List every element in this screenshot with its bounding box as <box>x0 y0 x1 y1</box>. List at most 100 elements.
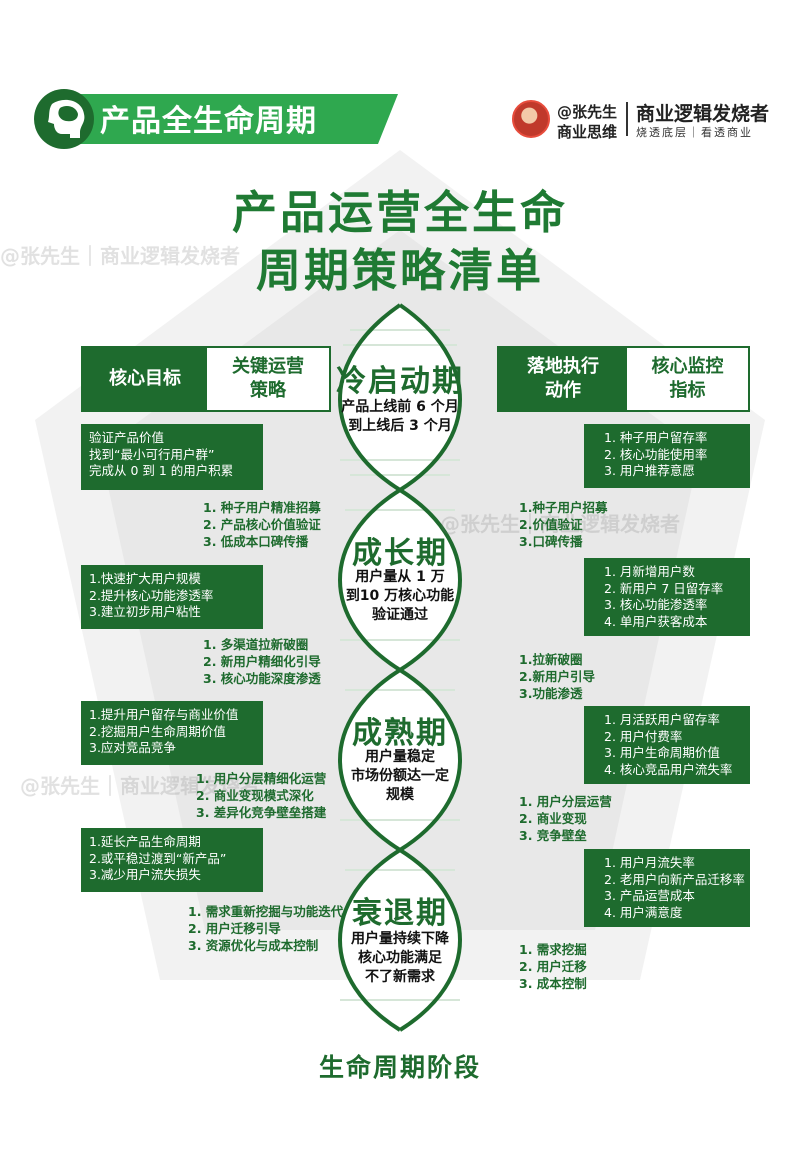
key-strategy-header-line2: 策略 <box>250 380 286 401</box>
metric-box-cold-start: 1. 种子用户留存率 2. 核心功能使用率 3. 用户推荐意愿 <box>584 424 750 488</box>
action-item: 1.种子用户招募 <box>519 500 608 515</box>
footer-label: 生命周期阶段 <box>318 1053 481 1082</box>
stage-desc-line: 到10 万核心功能 <box>345 588 455 604</box>
metric-item: 3. 用户生命周期价值 <box>604 745 720 760</box>
stage-desc-cold-start: 产品上线前 6 个月 到上线后 3 个月 <box>0 398 800 436</box>
strategy-item: 1. 用户分层精细化运营 <box>196 771 327 786</box>
strategy-item: 3. 资源优化与成本控制 <box>188 938 319 953</box>
action-item: 1. 需求挖掘 <box>519 942 587 957</box>
helix-fill <box>340 305 460 1030</box>
stage-desc-line: 不了新需求 <box>365 969 435 985</box>
goal-item: 1.延长产品生命周期 <box>89 834 201 849</box>
goal-box-maturity: 1.提升用户留存与商业价值 2.挖掘用户生命周期价值 3.应对竞品竞争 <box>81 701 263 765</box>
metric-item: 1. 月新增用户数 <box>604 564 695 579</box>
brand-divider <box>626 102 628 136</box>
stage-desc-growth: 用户量从 1 万 到10 万核心功能 验证通过 <box>0 568 800 625</box>
core-goal-header: 核心目标 <box>83 348 207 410</box>
metric-item: 1. 月活跃用户留存率 <box>604 712 720 727</box>
metric-box-maturity: 1. 月活跃用户留存率 2. 用户付费率 3. 用户生命周期价值 4. 核心竞品… <box>584 706 750 784</box>
watermark-1: @张先生｜商业逻辑发烧者 <box>0 244 240 268</box>
action-item: 2. 商业变现 <box>519 811 587 826</box>
goal-item: 3.建立初步用户粘性 <box>89 604 201 619</box>
metric-item: 2. 老用户向新产品迁移率 <box>604 871 745 887</box>
stage-desc-line: 用户量持续下降 <box>351 931 449 947</box>
execution-action-header-line1: 落地执行 <box>527 356 599 377</box>
goal-item: 验证产品价值 <box>89 430 165 445</box>
main-title-line-2: 周期策略清单 <box>255 244 544 297</box>
right-column-header: 落地执行 动作 核心监控 指标 <box>497 346 750 412</box>
monitor-metric-header-line2: 指标 <box>669 380 706 401</box>
left-column-header: 核心目标 关键运营 策略 <box>81 346 331 412</box>
strategy-item: 3. 低成本口碑传播 <box>203 534 309 549</box>
brain-icon <box>58 106 78 122</box>
metric-item: 2. 核心功能使用率 <box>604 446 708 462</box>
metric-item: 4. 核心竞品用户流失率 <box>604 761 733 777</box>
goal-item: 2.或平稳过渡到“新产品” <box>89 850 227 866</box>
goal-item: 3.减少用户流失损失 <box>89 867 201 882</box>
goal-item: 完成从 0 到 1 的用户积累 <box>89 463 234 478</box>
metric-item: 3. 产品运营成本 <box>604 888 695 903</box>
author-subtitle: 商业思维 <box>557 123 618 141</box>
strategy-item: 1. 多渠道拉新破圈 <box>203 637 309 652</box>
header-title: 产品全生命周期 <box>100 104 317 139</box>
action-item: 3.口碑传播 <box>519 534 583 549</box>
metric-item: 3. 核心功能渗透率 <box>604 597 708 612</box>
stage-desc-line: 规模 <box>386 787 414 803</box>
execution-action-header-line2: 动作 <box>545 380 581 401</box>
action-item: 1.拉新破圈 <box>519 652 583 667</box>
action-list-growth: 1.拉新破圈 2.新用户引导 3.功能渗透 <box>519 651 595 702</box>
strategy-item: 1. 需求重新挖掘与功能迭代 <box>188 904 344 919</box>
strategy-item: 2. 新用户精细化引导 <box>203 654 321 669</box>
strategy-list-maturity: 1. 用户分层精细化运营 2. 商业变现模式深化 3. 差异化竞争壁垒搭建 <box>196 770 326 821</box>
action-list-decline: 1. 需求挖掘 2. 用户迁移 3. 成本控制 <box>519 941 587 992</box>
action-item: 2.价值验证 <box>519 517 583 532</box>
action-item: 2. 用户迁移 <box>519 959 587 974</box>
brand-tagline: 烧透底层｜看透商业 <box>636 126 753 139</box>
goal-item: 1.快速扩大用户规模 <box>89 571 201 586</box>
author-handle: @张先生 <box>557 103 618 121</box>
brand-name: 商业逻辑发烧者 <box>636 103 770 125</box>
strategy-item: 2. 用户迁移引导 <box>188 921 281 936</box>
helix-stripes <box>340 329 460 1001</box>
strategy-item: 3. 核心功能深度渗透 <box>203 671 321 686</box>
metric-item: 2. 新用户 7 日留存率 <box>604 580 724 596</box>
action-list-maturity: 1. 用户分层运营 2. 商业变现 3. 竞争壁垒 <box>519 793 612 844</box>
action-list-cold-start: 1.种子用户招募 2.价值验证 3.口碑传播 <box>519 499 607 550</box>
goal-item: 2.提升核心功能渗透率 <box>89 587 214 603</box>
metric-box-decline: 1. 用户月流失率 2. 老用户向新产品迁移率 3. 产品运营成本 4. 用户满… <box>584 849 750 927</box>
key-strategy-header-line1: 关键运营 <box>232 356 304 377</box>
strategy-item: 1. 种子用户精准招募 <box>203 500 321 515</box>
strategy-item: 2. 商业变现模式深化 <box>196 788 314 803</box>
monitor-metric-header: 核心监控 指标 <box>627 348 748 410</box>
header-banner <box>34 89 398 149</box>
author-avatar <box>512 100 550 138</box>
stage-desc-line: 市场份额达一定 <box>351 768 449 784</box>
goal-box-cold-start: 验证产品价值 找到“最小可行用户群” 完成从 0 到 1 的用户积累 <box>81 424 263 490</box>
stage-name-cold-start: 冷启动期 <box>336 364 464 399</box>
goal-item: 3.应对竞品竞争 <box>89 740 176 755</box>
watermark-3: @张先生｜商业逻辑发烧者 <box>20 774 260 798</box>
goal-box-decline: 1.延长产品生命周期 2.或平稳过渡到“新产品” 3.减少用户流失损失 <box>81 828 263 892</box>
metric-item: 4. 用户满意度 <box>604 904 683 920</box>
watermark-2: @张先生｜商业逻辑发烧者 <box>440 512 680 536</box>
goal-item: 1.提升用户留存与商业价值 <box>89 707 239 722</box>
main-title-line-1: 产品运营全生命 <box>231 186 568 239</box>
action-item: 3. 竞争壁垒 <box>519 828 587 843</box>
strategy-item: 2. 产品核心价值验证 <box>203 517 321 532</box>
action-item: 1. 用户分层运营 <box>519 794 612 809</box>
strategy-list-cold-start: 1. 种子用户精准招募 2. 产品核心价值验证 3. 低成本口碑传播 <box>203 499 321 550</box>
stage-desc-line: 用户量稳定 <box>365 749 435 765</box>
execution-action-header: 落地执行 动作 <box>499 348 627 410</box>
action-item: 3.功能渗透 <box>519 686 583 701</box>
key-strategy-header: 关键运营 策略 <box>207 348 329 410</box>
stage-name-maturity: 成熟期 <box>352 716 448 751</box>
strategy-list-growth: 1. 多渠道拉新破圈 2. 新用户精细化引导 3. 核心功能深度渗透 <box>203 636 321 687</box>
metric-item: 3. 用户推荐意愿 <box>604 463 695 478</box>
metric-item: 1. 种子用户留存率 <box>604 430 708 445</box>
goal-item: 找到“最小可行用户群” <box>89 446 215 462</box>
stage-name-growth: 成长期 <box>352 536 448 571</box>
metric-item: 1. 用户月流失率 <box>604 855 695 870</box>
stage-desc-line: 产品上线前 6 个月 <box>341 399 459 415</box>
monitor-metric-header-line1: 核心监控 <box>651 356 724 377</box>
action-item: 3. 成本控制 <box>519 976 587 991</box>
